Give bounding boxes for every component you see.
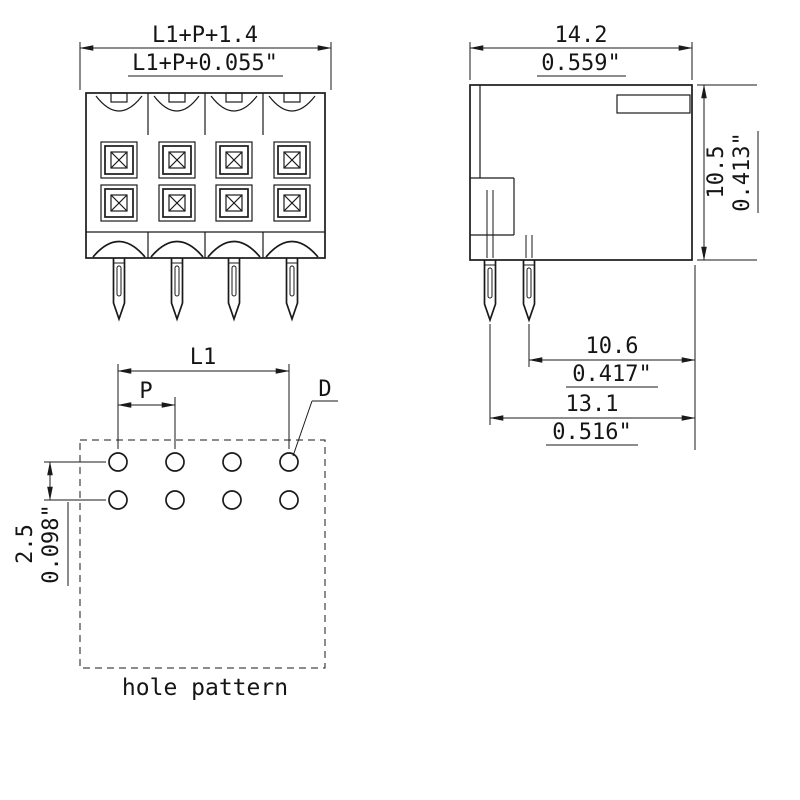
side-pin-left-dim-mm-label: 13.1 <box>566 392 619 417</box>
side-pins <box>483 260 536 323</box>
contact-square <box>273 184 311 222</box>
contact-square <box>100 184 138 222</box>
hole-pattern-view: L1 P D 2.5 0.098" hole pattern <box>13 345 338 701</box>
hole-d-label: D <box>292 377 338 457</box>
hole-circle <box>108 452 128 472</box>
front-view: L1+P+1.4 L1+P+0.055" <box>79 23 332 322</box>
side-height-dim-inch-label: 0.413" <box>730 132 755 211</box>
hole-row-dimension: 2.5 0.098" <box>13 461 106 586</box>
side-pin-right-dimension: 10.6 0.417" <box>528 265 696 450</box>
contact-square <box>215 184 253 222</box>
hole-row-dim-mm-label: 2.5 <box>13 524 38 564</box>
side-pin-left-dimension: 13.1 0.516" <box>489 324 696 446</box>
hole-circle <box>279 452 299 472</box>
contact-square <box>158 184 196 222</box>
hole-circles <box>108 452 299 510</box>
board-outline-dashed <box>79 439 326 669</box>
front-width-dim-mm-label: L1+P+1.4 <box>152 23 258 48</box>
hole-p-dimension: P <box>117 379 176 449</box>
front-contact-squares <box>100 141 311 222</box>
contact-square <box>100 141 138 179</box>
hole-row-dim-inch-label: 0.098" <box>39 504 64 583</box>
hole-l1-dimension: L1 <box>117 345 290 449</box>
side-pin-right-dim-inch-label: 0.417" <box>572 362 651 387</box>
pin <box>227 258 241 322</box>
side-pin-left-dim-inch-label: 0.516" <box>552 420 631 445</box>
hole-circle <box>108 490 128 510</box>
marking-area <box>616 94 691 114</box>
pin <box>112 258 126 322</box>
side-view-body <box>469 84 693 261</box>
hole-circle <box>279 490 299 510</box>
side-height-dim-mm-label: 10.5 <box>704 146 729 199</box>
pin <box>285 258 299 322</box>
front-width-dimension: L1+P+1.4 L1+P+0.055" <box>79 23 332 90</box>
front-width-dim-inch-label: L1+P+0.055" <box>132 51 278 76</box>
side-height-dimension: 10.5 0.413" <box>697 84 759 261</box>
hole-pattern-caption: hole pattern <box>122 675 288 701</box>
side-width-dimension: 14.2 0.559" <box>469 23 693 80</box>
hole-circle <box>165 452 185 472</box>
contact-square <box>158 141 196 179</box>
pin <box>483 260 497 323</box>
pin <box>170 258 184 322</box>
front-pins <box>112 258 299 322</box>
contact-square <box>273 141 311 179</box>
side-width-dim-mm-label: 14.2 <box>555 23 608 48</box>
front-bottom-funnels <box>86 231 325 258</box>
pin <box>522 260 536 323</box>
side-width-dim-inch-label: 0.559" <box>541 51 620 76</box>
side-pin-right-dim-mm-label: 10.6 <box>586 334 639 359</box>
hole-circle <box>222 490 242 510</box>
contact-square <box>215 141 253 179</box>
hole-circle <box>222 452 242 472</box>
hole-p-dim-label: P <box>139 379 152 404</box>
hole-l1-dim-label: L1 <box>190 345 217 370</box>
hole-circle <box>165 490 185 510</box>
side-view: 14.2 0.559" <box>469 23 759 450</box>
hole-d-dim-label: D <box>318 377 331 402</box>
